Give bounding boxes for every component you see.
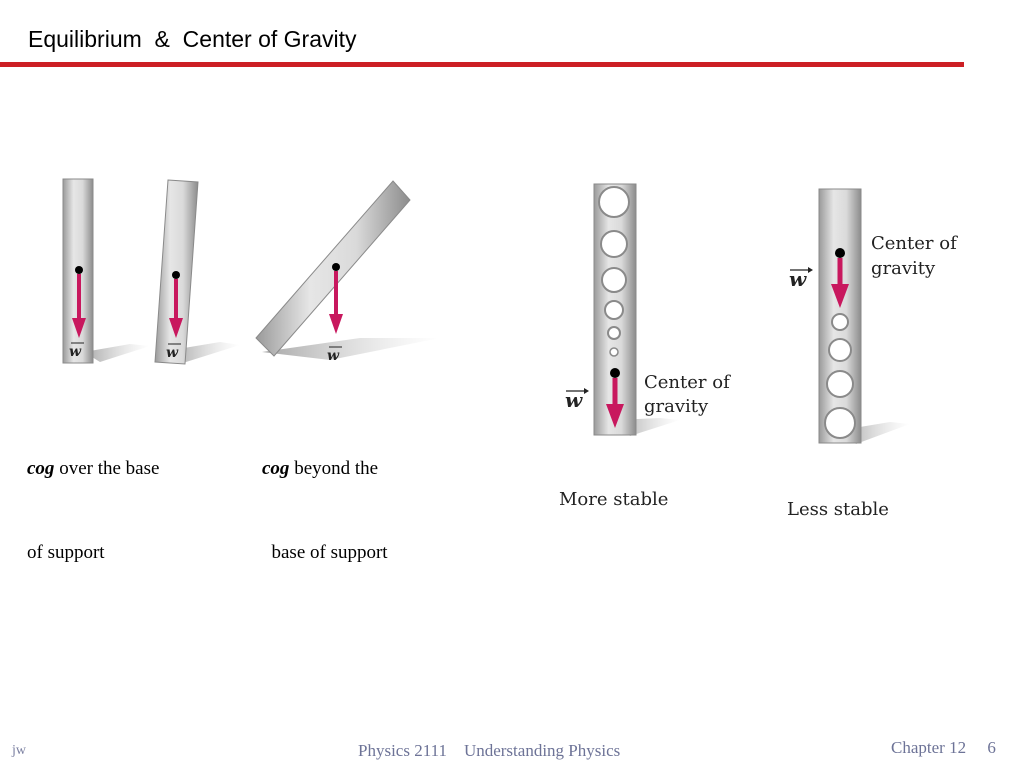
cog-label-line2: gravity (871, 258, 936, 279)
hole (831, 313, 849, 331)
center-of-gravity-dot (332, 263, 340, 271)
cog-label-line1: Center of (871, 233, 958, 254)
block-shadow (172, 342, 240, 362)
weight-label: w (327, 348, 340, 364)
hole (826, 370, 854, 398)
caption-line-1: cog beyond the (262, 455, 388, 483)
center-of-gravity-dot (610, 368, 620, 378)
slide-title: Equilibrium & Center of Gravity (28, 26, 357, 52)
center-of-gravity-dot (75, 266, 83, 274)
hole (824, 407, 856, 439)
vector-bar-tip (808, 267, 813, 273)
footer-page-number: 6 (987, 738, 996, 757)
caption-keyword: cog (262, 458, 290, 479)
footer-chapter: Chapter 12 (891, 738, 967, 757)
hole (828, 338, 852, 362)
caption-beyond-base: cog beyond the base of support (262, 399, 388, 595)
weight-label: w (69, 344, 82, 360)
footer-chapter-page: Chapter 12 6 (891, 738, 996, 758)
center-of-gravity-dot (835, 248, 845, 258)
block-tilted-stable: w (154, 179, 240, 365)
block-shadow (84, 344, 150, 362)
more-stable-label: More stable (559, 489, 668, 510)
less-stable-label: Less stable (787, 499, 889, 520)
cog-label-line1: Center of (644, 372, 731, 393)
hole (607, 326, 621, 340)
caption-text: beyond the (289, 458, 379, 479)
hole (609, 347, 619, 357)
arrow-head (169, 318, 183, 338)
arrow-head (831, 284, 849, 308)
weight-label: w (166, 345, 179, 361)
footer-course-number: Physics 2111 (358, 741, 447, 760)
caption-line-2: base of support (262, 542, 388, 563)
cog-label-line2: gravity (644, 396, 709, 417)
arrow-head (606, 404, 624, 428)
block-less-stable: w Center of gravity Less stable (787, 188, 958, 520)
footer-author: jw (12, 743, 26, 758)
block-shadow (262, 338, 440, 360)
center-of-gravity-dot (172, 271, 180, 279)
hole (601, 267, 627, 293)
footer-subject: Understanding Physics (463, 741, 621, 760)
caption-text: over the base (54, 458, 160, 479)
hole (604, 300, 624, 320)
weight-label: w (565, 388, 583, 412)
footer-course: Physics 2111 Understanding Physics (358, 741, 620, 761)
caption-keyword: cog (27, 458, 55, 479)
arrow-head (72, 318, 86, 338)
block-upright: w (62, 178, 150, 364)
block-more-stable: w Center of gravity More stable (559, 183, 731, 510)
weight-label: w (789, 267, 807, 291)
caption-line-1: cog over the base (27, 455, 159, 483)
hole (598, 186, 630, 218)
hole (600, 230, 628, 258)
vector-bar-tip (584, 388, 589, 394)
arrow-head (329, 314, 343, 334)
caption-over-base: cog over the base of support (27, 399, 159, 595)
block-tipping: w (255, 180, 440, 364)
caption-line-2: of support (27, 542, 105, 563)
title-rule (0, 62, 964, 67)
